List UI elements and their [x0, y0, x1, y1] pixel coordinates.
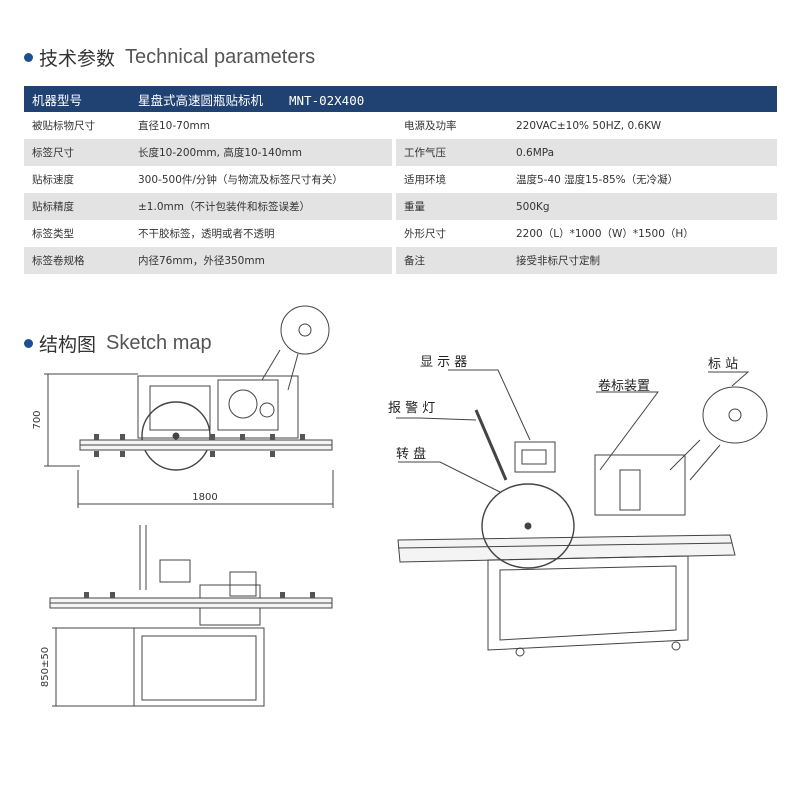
section-title-cn: 技术参数: [39, 48, 116, 70]
table-row: 贴标精度 ±1.0mm（不计包装件和标签误差） 重量 500Kg: [24, 193, 777, 220]
header-model: 星盘式高速圆瓶贴标机 MNT-02X400: [130, 86, 777, 112]
param-key: 标签尺寸: [24, 139, 130, 166]
dim-width-front: 1800: [192, 492, 217, 503]
side-view-drawing: [49, 525, 333, 707]
param-value: 不干胶标签，透明或者不透明: [138, 228, 275, 240]
bullet-dot-icon: [24, 339, 33, 348]
callout-display: 显 示 器: [420, 355, 467, 370]
isometric-drawing: [396, 369, 768, 657]
param-value: 接受非标尺寸定制: [508, 247, 777, 274]
param-value: 500Kg: [508, 193, 777, 220]
callout-reel: 卷标装置: [598, 378, 650, 394]
param-value: 300-500件/分钟（与物流及标签尺寸有关）: [138, 174, 343, 186]
param-value: 220VAC±10% 50HZ, 0.6KW: [516, 119, 662, 132]
bullet-dot-icon: [24, 53, 33, 62]
table-header-row: 机器型号 星盘式高速圆瓶贴标机 MNT-02X400: [24, 86, 777, 112]
dim-height-side: 850±50: [40, 647, 51, 687]
param-value: 直径10-70mm: [138, 120, 210, 132]
callout-turntable: 转 盘: [396, 446, 426, 462]
callout-station: 标 站: [708, 357, 738, 372]
param-key: 被贴标物尺寸: [32, 120, 95, 132]
model-code: MNT-02X400: [289, 92, 365, 108]
table-row: 被贴标物尺寸 直径10-70mm 电源及功率 220VAC±10% 50HZ, …: [24, 112, 777, 139]
section-title-en: Technical parameters: [125, 46, 316, 68]
param-key: 工作气压: [396, 139, 508, 166]
model-name: 星盘式高速圆瓶贴标机: [138, 92, 264, 108]
table-row: 标签尺寸 长度10-200mm, 高度10-140mm 工作气压 0.6MPa: [24, 139, 777, 166]
param-key: 重量: [396, 193, 508, 220]
param-key: 备注: [396, 247, 508, 274]
param-key: 贴标速度: [32, 174, 74, 186]
param-key: 标签类型: [32, 228, 74, 240]
parameters-table: 机器型号 星盘式高速圆瓶贴标机 MNT-02X400 被贴标物尺寸 直径10-7…: [24, 86, 777, 274]
section-title-sketch: 结构图 Sketch map: [24, 330, 212, 357]
header-label: 机器型号: [24, 86, 130, 112]
dim-height-front: 700: [32, 410, 43, 429]
section-title-cn: 结构图: [39, 334, 97, 356]
table-row: 贴标速度 300-500件/分钟（与物流及标签尺寸有关） 适用环境 温度5-40…: [24, 166, 777, 193]
param-key: 电源及功率: [404, 120, 457, 132]
param-key: 贴标精度: [24, 193, 130, 220]
param-key: 外形尺寸: [404, 228, 446, 240]
param-key: 适用环境: [404, 174, 446, 186]
table-row: 标签类型 不干胶标签，透明或者不透明 外形尺寸 2200（L）*1000（W）*…: [24, 220, 777, 247]
param-value: ±1.0mm（不计包装件和标签误差）: [130, 193, 392, 220]
section-title-tech: 技术参数 Technical parameters: [24, 44, 315, 71]
param-value: 长度10-200mm, 高度10-140mm: [130, 139, 392, 166]
param-value: 内径76mm，外径350mm: [130, 247, 392, 274]
section-title-en: Sketch map: [106, 332, 212, 354]
table-row: 标签卷规格 内径76mm，外径350mm 备注 接受非标尺寸定制: [24, 247, 777, 274]
param-value: 0.6MPa: [508, 139, 777, 166]
param-key: 标签卷规格: [24, 247, 130, 274]
param-value: 2200（L）*1000（W）*1500（H）: [516, 228, 694, 240]
param-value: 温度5-40 湿度15-85%（无冷凝）: [516, 174, 679, 186]
callout-alarm: 报 警 灯: [388, 400, 435, 416]
